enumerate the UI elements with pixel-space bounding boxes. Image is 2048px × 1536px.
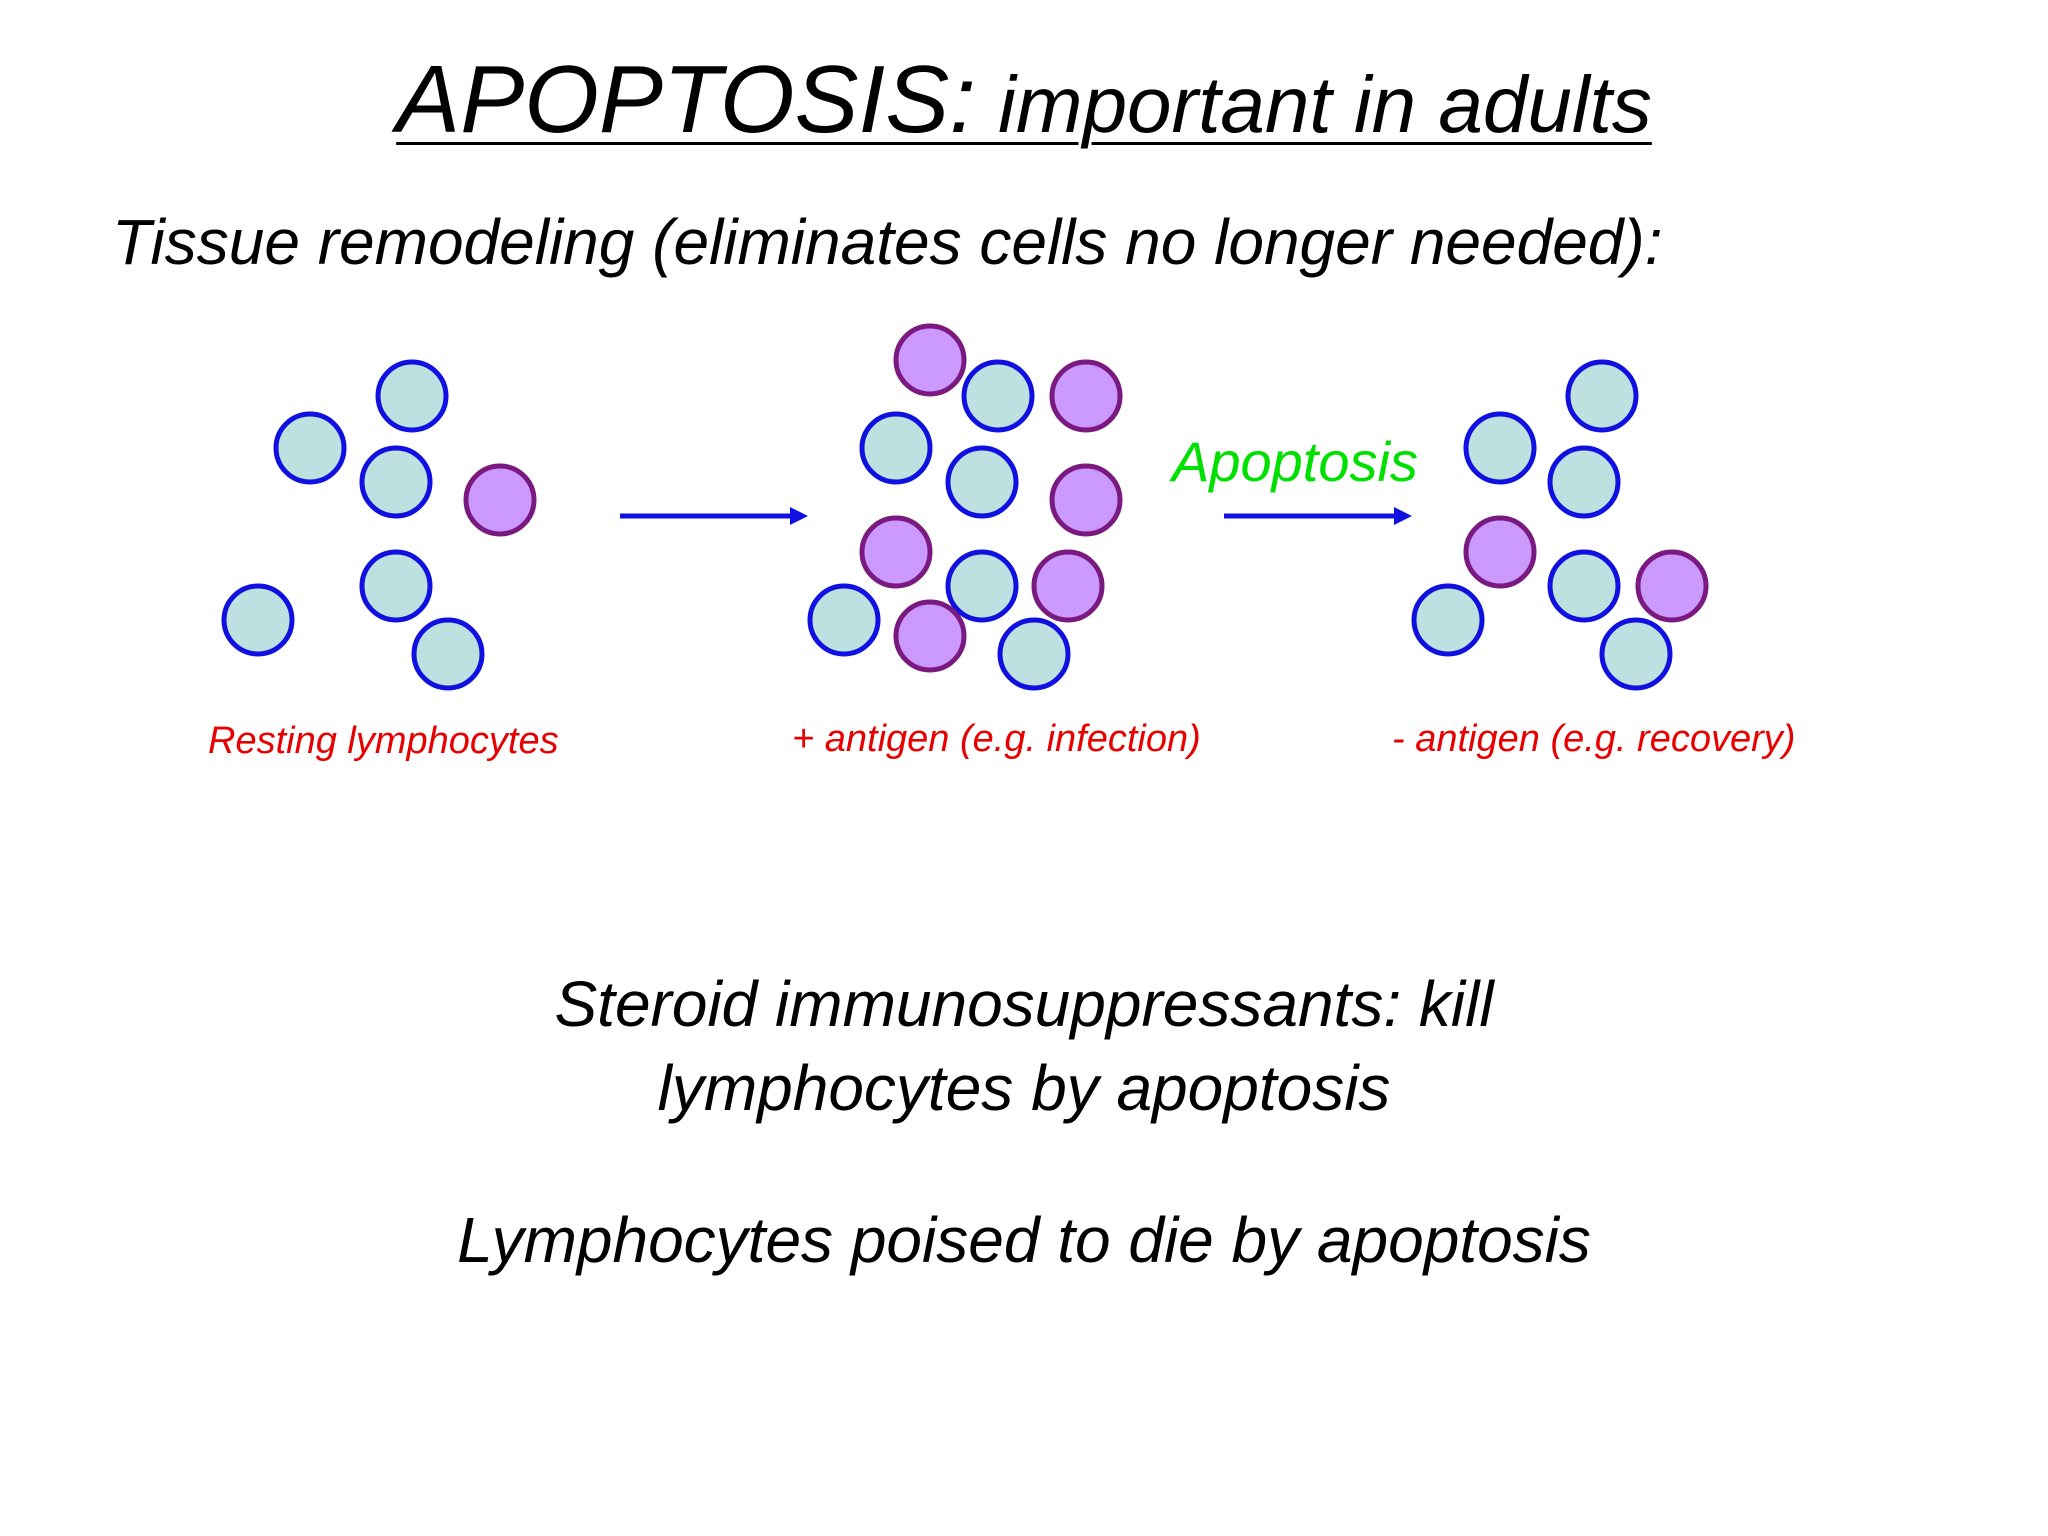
resting-lymphocyte-infection-3 xyxy=(859,411,933,485)
resting-lymphocyte-infection-4 xyxy=(945,445,1019,519)
resting-lymphocyte-infection-9 xyxy=(807,583,881,657)
steroid-note: Steroid immunosuppressants: kill lymphoc… xyxy=(0,962,2048,1130)
resting-lymphocyte-resting-1 xyxy=(273,411,347,485)
activated-lymphocyte-infection-2 xyxy=(1049,359,1123,433)
slide-title: APOPTOSIS: important in adults xyxy=(0,52,2048,148)
resting-lymphocyte-infection-11 xyxy=(997,617,1071,691)
resting-lymphocyte-resting-4 xyxy=(359,549,433,623)
resting-lymphocyte-infection-1 xyxy=(961,359,1035,433)
resting-lymphocyte-recovery-1 xyxy=(1463,411,1537,485)
activated-lymphocyte-infection-6 xyxy=(859,515,933,589)
resting-lymphocyte-infection-7 xyxy=(945,549,1019,623)
apoptosis-arrow-label: Apoptosis xyxy=(1172,430,1418,493)
steroid-note-line1: Steroid immunosuppressants: kill xyxy=(554,968,1494,1040)
poised-note: Lymphocytes poised to die by apoptosis xyxy=(457,1204,1591,1276)
activated-lymphocyte-recovery-3 xyxy=(1463,515,1537,589)
subtitle: Tissue remodeling (eliminates cells no l… xyxy=(112,206,1663,278)
activated-lymphocyte-recovery-5 xyxy=(1635,549,1709,623)
resting-lymphocyte-resting-6 xyxy=(411,617,485,691)
resting-lymphocyte-recovery-7 xyxy=(1599,617,1673,691)
arrow-apoptosis-head xyxy=(1394,507,1412,525)
arrow-activation-head xyxy=(790,507,808,525)
activated-lymphocyte-infection-0 xyxy=(893,323,967,397)
caption-recovery: - antigen (e.g. recovery) xyxy=(1392,718,1796,760)
activated-lymphocyte-infection-8 xyxy=(1031,549,1105,623)
activated-lymphocyte-infection-5 xyxy=(1049,463,1123,537)
resting-lymphocyte-recovery-4 xyxy=(1547,549,1621,623)
resting-lymphocyte-resting-5 xyxy=(221,583,295,657)
steroid-note-line2: lymphocytes by apoptosis xyxy=(657,1052,1391,1124)
activated-lymphocyte-infection-10 xyxy=(893,599,967,673)
title-main: APOPTOSIS: xyxy=(396,46,976,153)
resting-lymphocyte-recovery-2 xyxy=(1547,445,1621,519)
caption-resting: Resting lymphocytes xyxy=(208,720,559,762)
resting-lymphocyte-resting-2 xyxy=(359,445,433,519)
resting-lymphocyte-resting-0 xyxy=(375,359,449,433)
caption-infection: + antigen (e.g. infection) xyxy=(792,718,1201,760)
resting-lymphocyte-recovery-6 xyxy=(1411,583,1485,657)
title-rest: important in adults xyxy=(975,60,1652,149)
resting-lymphocyte-recovery-0 xyxy=(1565,359,1639,433)
activated-lymphocyte-resting-3 xyxy=(463,463,537,537)
